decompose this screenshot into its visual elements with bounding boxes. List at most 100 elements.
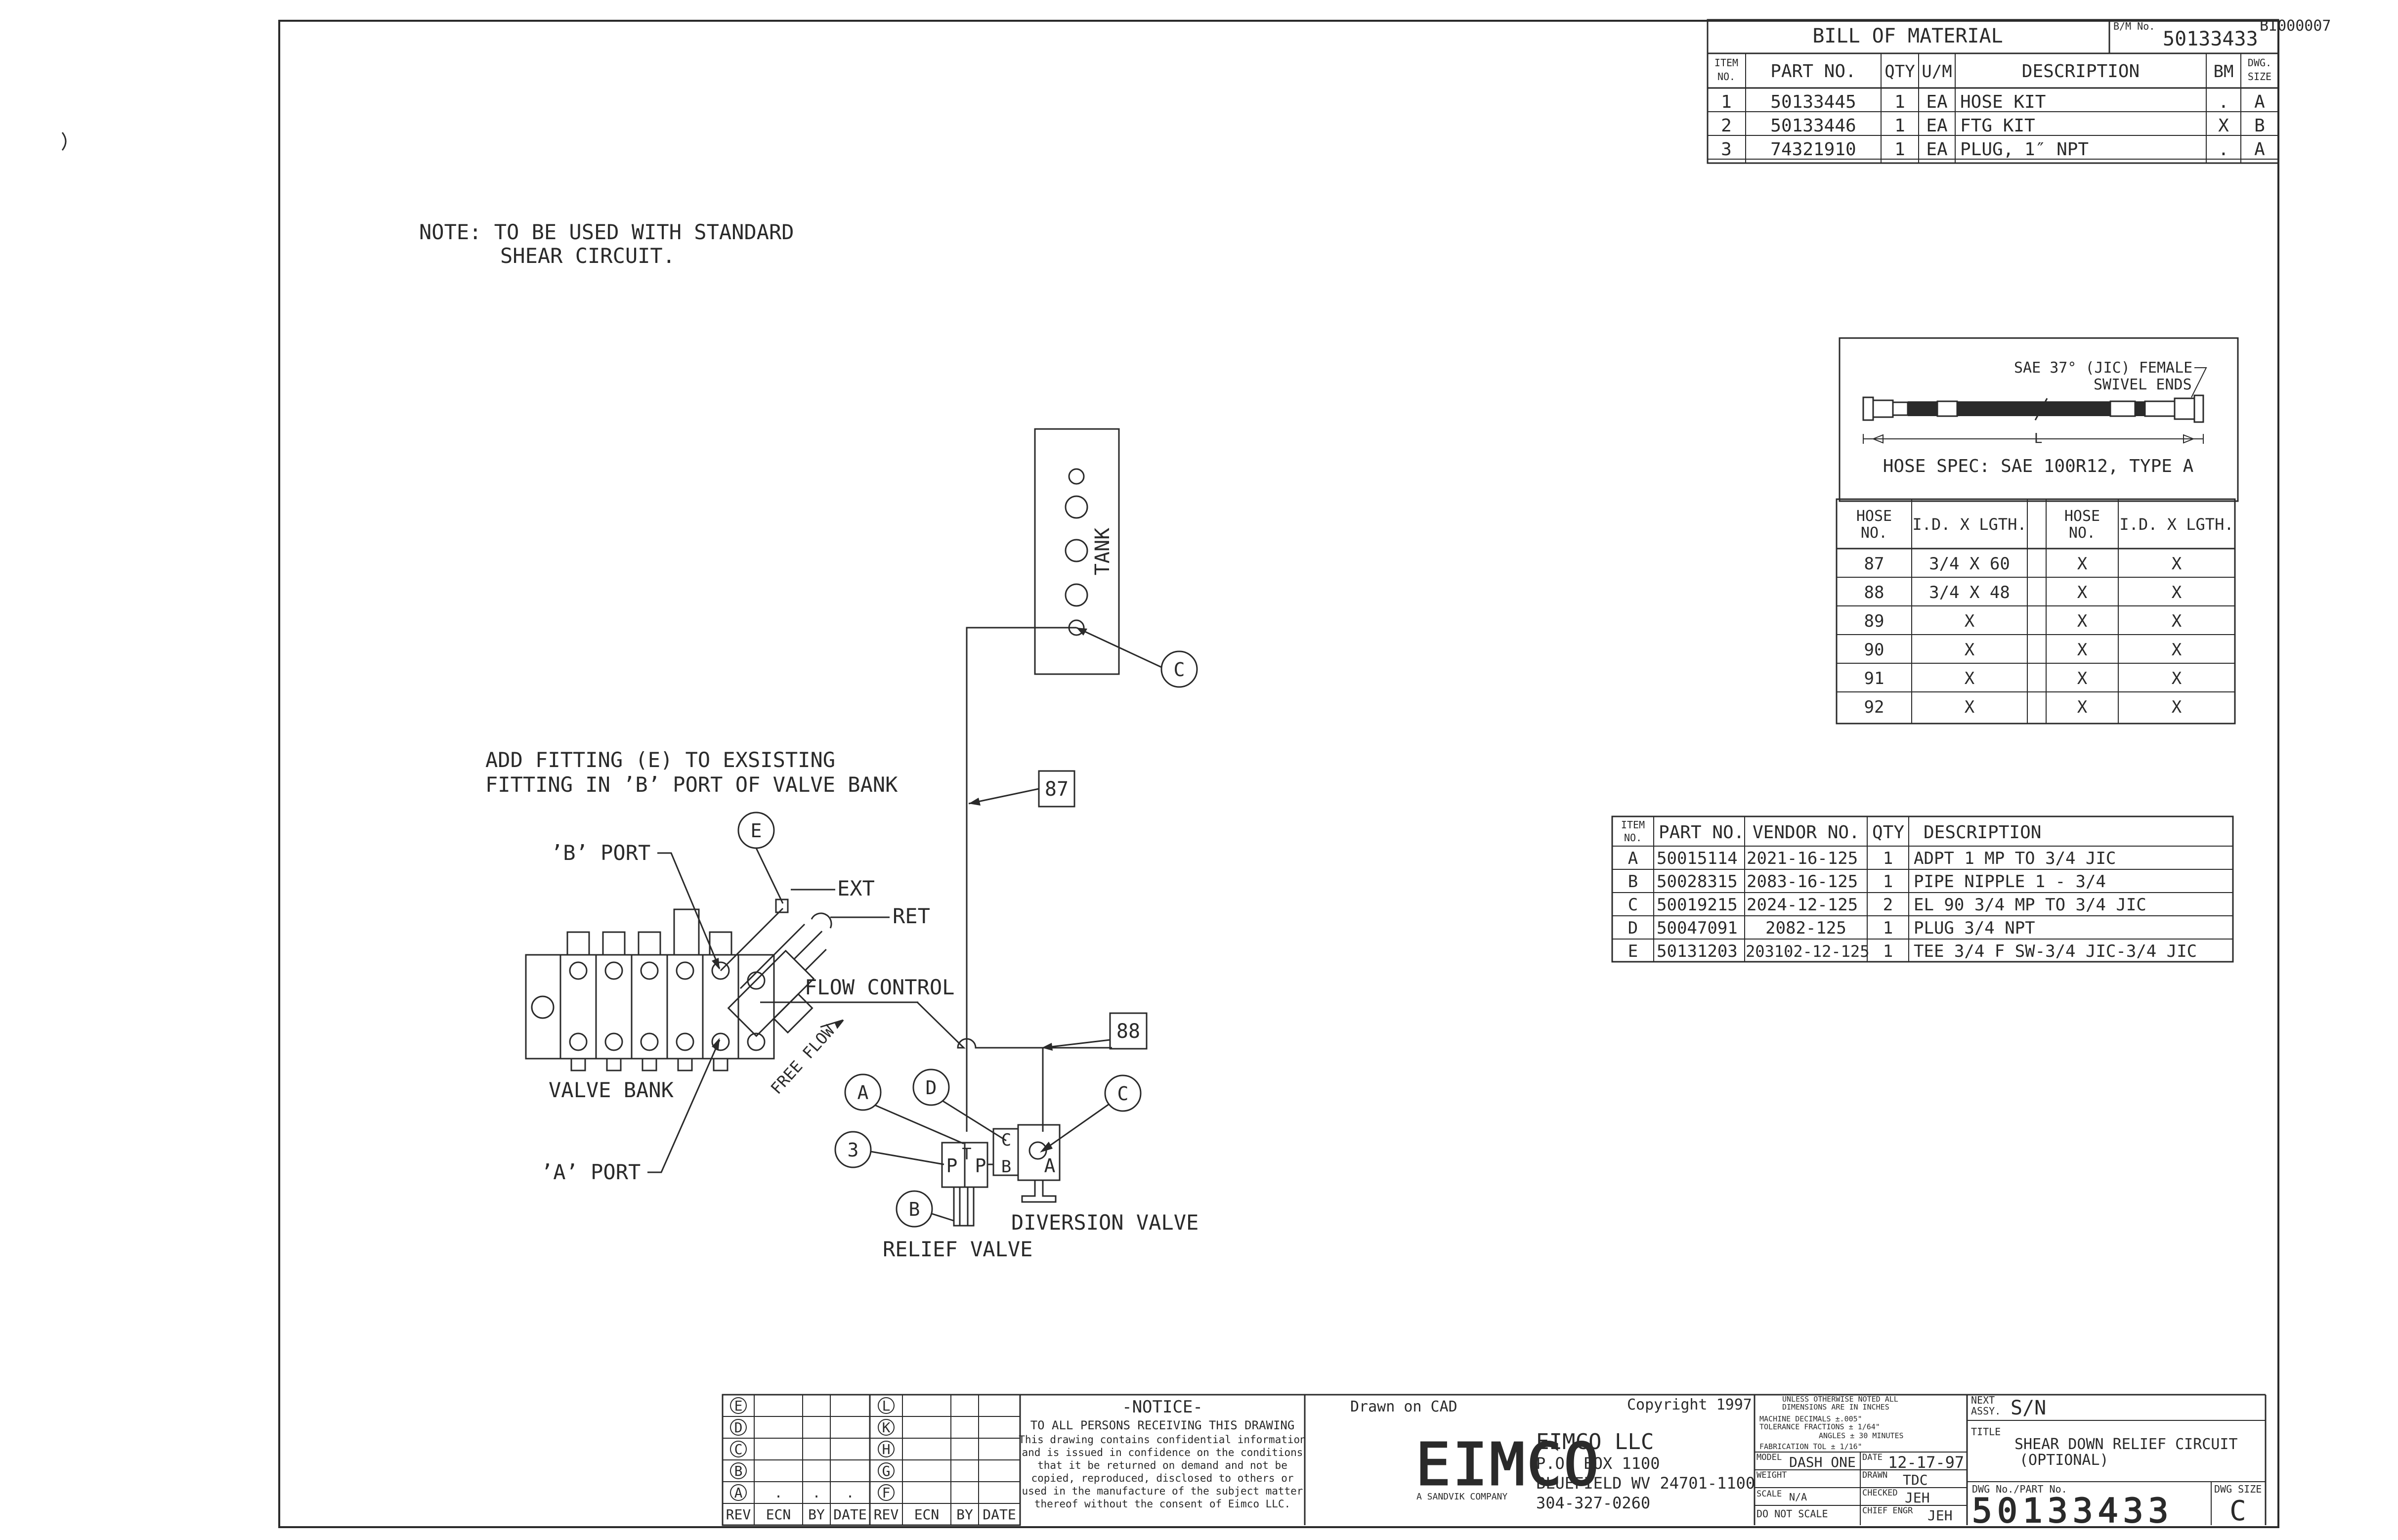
diversion-valve-label: DIVERSION VALVE — [1011, 1210, 1199, 1235]
svg-text:MACHINE DECIMALS ±.005": MACHINE DECIMALS ±.005" — [1759, 1414, 1862, 1423]
svg-text:DIMENSIONS ARE IN INCHES: DIMENSIONS ARE IN INCHES — [1782, 1403, 1889, 1412]
valve-bank: VALVE BANK — [525, 908, 775, 1102]
svg-text:H: H — [882, 1441, 891, 1457]
bm-no-value: 50133433 — [2163, 28, 2258, 50]
svg-text:D: D — [734, 1419, 743, 1436]
notice-block: -NOTICE- TO ALL PERSONS RECEIVING THIS D… — [1019, 1395, 1306, 1525]
svg-text:2021-16-125: 2021-16-125 — [1747, 849, 1858, 868]
svg-text:This drawing contains confiden: This drawing contains confidential infor… — [1019, 1434, 1306, 1446]
fitting-row: D 50047091 2082-125 1 PLUG 3/4 NPT — [1628, 918, 2035, 938]
svg-text:X: X — [2172, 611, 2182, 631]
svg-text:ADPT 1 MP TO 3/4 JIC: ADPT 1 MP TO 3/4 JIC — [1914, 849, 2116, 868]
svg-text:DATE: DATE — [983, 1506, 1016, 1523]
svg-text:JEH: JEH — [1905, 1490, 1930, 1506]
svg-text:ECN: ECN — [914, 1506, 940, 1523]
svg-text:E: E — [751, 820, 762, 842]
svg-text:X: X — [2172, 554, 2182, 574]
svg-text:203102-12-125: 203102-12-125 — [1746, 942, 1869, 961]
svg-text:EA: EA — [1926, 116, 1948, 136]
svg-text:EA: EA — [1926, 92, 1948, 112]
svg-text:N/A: N/A — [1789, 1491, 1807, 1503]
svg-text:C: C — [1628, 895, 1638, 915]
bill-of-material: BILL OF MATERIAL B/M No. 50133433 ITEM N… — [1707, 19, 2279, 164]
hose-callout-1: SAE 37° (JIC) FEMALE — [2014, 359, 2192, 377]
svg-text:PART NO.: PART NO. — [1659, 822, 1744, 843]
svg-text:92: 92 — [1864, 697, 1884, 717]
svg-text:.: . — [2218, 92, 2229, 112]
svg-text:DWG SIZE: DWG SIZE — [2214, 1483, 2262, 1495]
hose-87-line — [966, 627, 1076, 1048]
svg-text:and is issued in confidence on: and is issued in confidence on the condi… — [1022, 1447, 1303, 1458]
svg-text:1: 1 — [1883, 872, 1893, 892]
bom-row: 1 50133445 1 EA HOSE KIT . A — [1721, 92, 2265, 112]
hose-88-tag — [1109, 1012, 1148, 1050]
title-block: E D C B A L K H G F . . . REV ECN BY DAT… — [722, 1394, 2267, 1531]
svg-text:TDC: TDC — [1903, 1472, 1928, 1488]
svg-text:88: 88 — [1864, 583, 1884, 602]
fitting-row: B 50028315 2083-16-125 1 PIPE NIPPLE 1 -… — [1628, 872, 2106, 892]
svg-text:D: D — [926, 1077, 937, 1099]
svg-text:C: C — [1174, 659, 1185, 681]
svg-text:-NOTICE-: -NOTICE- — [1122, 1397, 1203, 1417]
svg-text:1: 1 — [1883, 918, 1893, 938]
eimco-logo: EIMCO — [1415, 1430, 1601, 1498]
fittings-table: ITEM NO. PART NO. VENDOR NO. QTY DESCRIP… — [1611, 815, 2234, 963]
ret-label: RET — [893, 904, 930, 928]
svg-text:I.D. X LGTH.: I.D. X LGTH. — [2119, 515, 2233, 534]
svg-text:JEH: JEH — [1927, 1507, 1953, 1524]
svg-text:2083-16-125: 2083-16-125 — [1747, 872, 1858, 892]
svg-text:87: 87 — [1864, 554, 1884, 574]
svg-text:E: E — [734, 1398, 743, 1414]
balloon-b: B — [896, 1190, 933, 1228]
hose-spec-panel: SAE 37° (JIC) FEMALE SWIVEL ENDS L HOSE … — [1839, 337, 2239, 502]
svg-text:50047091: 50047091 — [1657, 918, 1738, 938]
valve-bank-label: VALVE BANK — [549, 1078, 674, 1102]
svg-text:X: X — [2077, 611, 2088, 631]
svg-text:NO.: NO. — [1624, 832, 1642, 844]
relief-valve: P T P RELIEF VALVE — [883, 1142, 1032, 1261]
hose-table: HOSE NO. I.D. X LGTH. HOSE NO. I.D. X LG… — [1836, 498, 2236, 725]
svg-text:FABRICATION TOL ± 1/16": FABRICATION TOL ± 1/16" — [1759, 1442, 1862, 1451]
hydraulic-diagram: TANK C 87 ADD FITTING (E) TO EXSISTING F… — [485, 428, 1199, 1261]
svg-text:A SANDVIK COMPANY: A SANDVIK COMPANY — [1416, 1492, 1507, 1502]
drawing-number-block: NEXT ASSY. S/N TITLE SHEAR DOWN RELIEF C… — [1967, 1394, 2266, 1531]
svg-text:HOSE: HOSE — [1856, 508, 1892, 525]
svg-text:X: X — [2172, 583, 2182, 602]
ext-label: EXT — [837, 876, 875, 900]
svg-text:74321910: 74321910 — [1770, 139, 1856, 160]
balloon-3: 3 — [834, 1131, 872, 1168]
svg-text:50019215: 50019215 — [1657, 895, 1738, 915]
svg-text:1: 1 — [1883, 849, 1893, 868]
svg-text:X: X — [2077, 554, 2088, 574]
svg-text:PLUG, 1″ NPT: PLUG, 1″ NPT — [1960, 139, 2089, 160]
svg-text:C: C — [734, 1441, 743, 1457]
svg-text:X: X — [1965, 669, 1975, 688]
svg-text:X: X — [2172, 697, 2182, 717]
svg-text:NO.: NO. — [2069, 524, 2096, 542]
svg-text:3/4 X 48: 3/4 X 48 — [1929, 583, 2010, 602]
drawing-number: 50133433 — [1972, 1492, 2174, 1531]
svg-text:Drawn on CAD: Drawn on CAD — [1350, 1398, 1457, 1415]
svg-text:DO NOT SCALE: DO NOT SCALE — [1756, 1508, 1828, 1520]
svg-text:C: C — [1117, 1083, 1129, 1105]
svg-text:.: . — [2218, 139, 2229, 160]
svg-text:A: A — [2254, 92, 2265, 112]
revision-grid — [722, 1394, 1021, 1526]
next-assy-value: S/N — [2011, 1397, 2046, 1419]
fitting-row: E 50131203 203102-12-125 1 TEE 3/4 F SW-… — [1628, 941, 2197, 961]
svg-text:50028315: 50028315 — [1657, 872, 1738, 892]
bom-head-um: U/M — [1922, 62, 1952, 82]
svg-text:A: A — [2254, 139, 2265, 160]
svg-text:12-17-97: 12-17-97 — [1888, 1453, 1964, 1472]
balloon-a: A — [844, 1073, 882, 1111]
note-line-1: NOTE: TO BE USED WITH STANDARD — [419, 220, 794, 244]
svg-text:2: 2 — [1721, 116, 1732, 136]
revision-footer: REV ECN BY DATE REV ECN BY DATE — [726, 1506, 1016, 1523]
svg-text:91: 91 — [1864, 669, 1884, 688]
svg-text:TO ALL PERSONS RECEIVING THIS: TO ALL PERSONS RECEIVING THIS DRAWING — [1030, 1418, 1295, 1432]
hose-spec-text: HOSE SPEC: SAE 100R12, TYPE A — [1883, 456, 2194, 476]
relief-valve-label: RELIEF VALVE — [883, 1237, 1032, 1261]
